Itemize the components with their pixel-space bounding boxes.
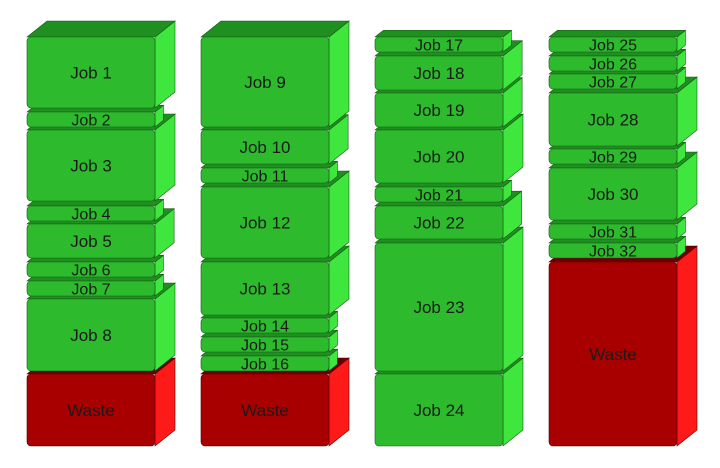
job-23-block: Job 23 — [374, 226, 524, 372]
job-29-block-front — [548, 148, 678, 165]
waste-block-front — [26, 373, 156, 447]
job-22-block-front — [374, 205, 504, 240]
job-25-block-front — [548, 36, 678, 53]
job-5-block-front — [26, 223, 156, 259]
job-4-block: Job 4 — [26, 198, 165, 223]
job-21-block: Job 21 — [374, 179, 513, 204]
column-3: Job 24 Job 23 Job 22 Job 21 Job 20 Job 19 Job … — [374, 29, 524, 447]
waste-block-front — [548, 261, 678, 447]
job-29-label: Job 29 — [589, 149, 637, 166]
job-11-block-front — [200, 167, 330, 184]
job-11-block: Job 11 — [200, 160, 339, 185]
job-15-block-front — [200, 336, 330, 353]
waste-label: Waste — [67, 401, 115, 420]
job-1-block-front — [26, 36, 156, 109]
job-4-label: Job 4 — [71, 206, 110, 223]
job-3-label: Job 3 — [70, 157, 112, 176]
job-26-label: Job 26 — [589, 56, 637, 73]
job-18-label: Job 18 — [413, 64, 464, 83]
job-26-block-front — [548, 55, 678, 72]
job-9-label: Job 9 — [244, 73, 286, 92]
column-1: Waste Job 8 Job 7 Job 6 Job 5 Job 4 Job 3 Job 2… — [26, 20, 176, 447]
job-1-block-top — [26, 20, 176, 38]
job-32-block-front — [548, 242, 678, 259]
job-8-block-front — [26, 298, 156, 372]
job-31-block: Job 31 — [548, 216, 687, 241]
column-4: Waste Job 32 Job 31 Job 30 Job 29 Job 28 Job 2… — [548, 29, 698, 447]
job-21-block-front — [374, 186, 504, 203]
job-12-block-front — [200, 186, 330, 259]
job-27-block-front — [548, 73, 678, 90]
job-3-block-front — [26, 129, 156, 202]
job-25-block-top — [548, 29, 687, 38]
job-31-block-front — [548, 223, 678, 240]
waste-block-front — [200, 373, 330, 447]
waste-block-side — [676, 245, 698, 447]
job-4-block-front — [26, 205, 156, 222]
job-7-label: Job 7 — [71, 281, 110, 298]
job-13-block-front — [200, 261, 330, 316]
job-17-label: Job 17 — [415, 37, 463, 54]
job-16-block-front — [200, 355, 330, 372]
job-14-block-front — [200, 317, 330, 334]
job-16-block: Job 16 — [200, 348, 339, 373]
job-26-block: Job 26 — [548, 48, 687, 73]
job-27-label: Job 27 — [589, 74, 637, 91]
waste-block: Waste — [548, 245, 698, 447]
job-21-label: Job 21 — [415, 187, 463, 204]
job-12-label: Job 12 — [239, 214, 290, 233]
job-2-block-front — [26, 111, 156, 128]
job-28-label: Job 28 — [587, 111, 638, 130]
job-30-label: Job 30 — [587, 185, 638, 204]
job-25-block: Job 25 — [548, 29, 687, 54]
job-10-block-front — [200, 129, 330, 165]
job-6-label: Job 6 — [71, 262, 110, 279]
job-23-block-front — [374, 242, 504, 372]
job-16-label: Job 16 — [241, 356, 289, 373]
job-17-block-front — [374, 36, 504, 53]
job-22-label: Job 22 — [413, 214, 464, 233]
job-17-block-top — [374, 29, 513, 38]
job-25-label: Job 25 — [589, 37, 637, 54]
job-18-block-front — [374, 55, 504, 91]
job-9-block-front — [200, 36, 330, 128]
job-32-label: Job 32 — [589, 243, 637, 260]
job-9-block-side — [328, 20, 350, 128]
job-1-label: Job 1 — [70, 64, 112, 83]
job-5-label: Job 5 — [70, 232, 112, 251]
waste-label: Waste — [589, 345, 637, 364]
waste-label: Waste — [241, 401, 289, 420]
job-24-label: Job 24 — [413, 401, 464, 420]
job-9-block-top — [200, 20, 350, 38]
job-20-label: Job 20 — [413, 148, 464, 167]
job-2-block: Job 2 — [26, 104, 165, 129]
job-19-label: Job 19 — [413, 101, 464, 120]
job-7-block-front — [26, 280, 156, 297]
job-19-block-front — [374, 92, 504, 128]
job-6-block-front — [26, 261, 156, 278]
job-13-label: Job 13 — [239, 280, 290, 299]
job-15-label: Job 15 — [241, 337, 289, 354]
job-23-label: Job 23 — [413, 298, 464, 317]
column-2: Waste Job 16 Job 15 Job 14 Job 13 Job 12 Job 1… — [200, 20, 350, 447]
job-31-label: Job 31 — [589, 224, 637, 241]
job-17-block: Job 17 — [374, 29, 513, 54]
job-28-block-front — [548, 92, 678, 147]
job-9-block: Job 9 — [200, 20, 350, 128]
job-24-block-front — [374, 373, 504, 447]
job-2-label: Job 2 — [71, 112, 110, 129]
job-14-label: Job 14 — [241, 318, 289, 335]
job-23-block-side — [502, 226, 524, 372]
job-6-block: Job 6 — [26, 254, 165, 279]
job-1-block: Job 1 — [26, 20, 176, 109]
job-11-label: Job 11 — [242, 168, 289, 185]
job-10-label: Job 10 — [239, 138, 290, 157]
job-30-block-front — [548, 167, 678, 221]
job-8-label: Job 8 — [70, 326, 112, 345]
job-20-block-front — [374, 129, 504, 184]
